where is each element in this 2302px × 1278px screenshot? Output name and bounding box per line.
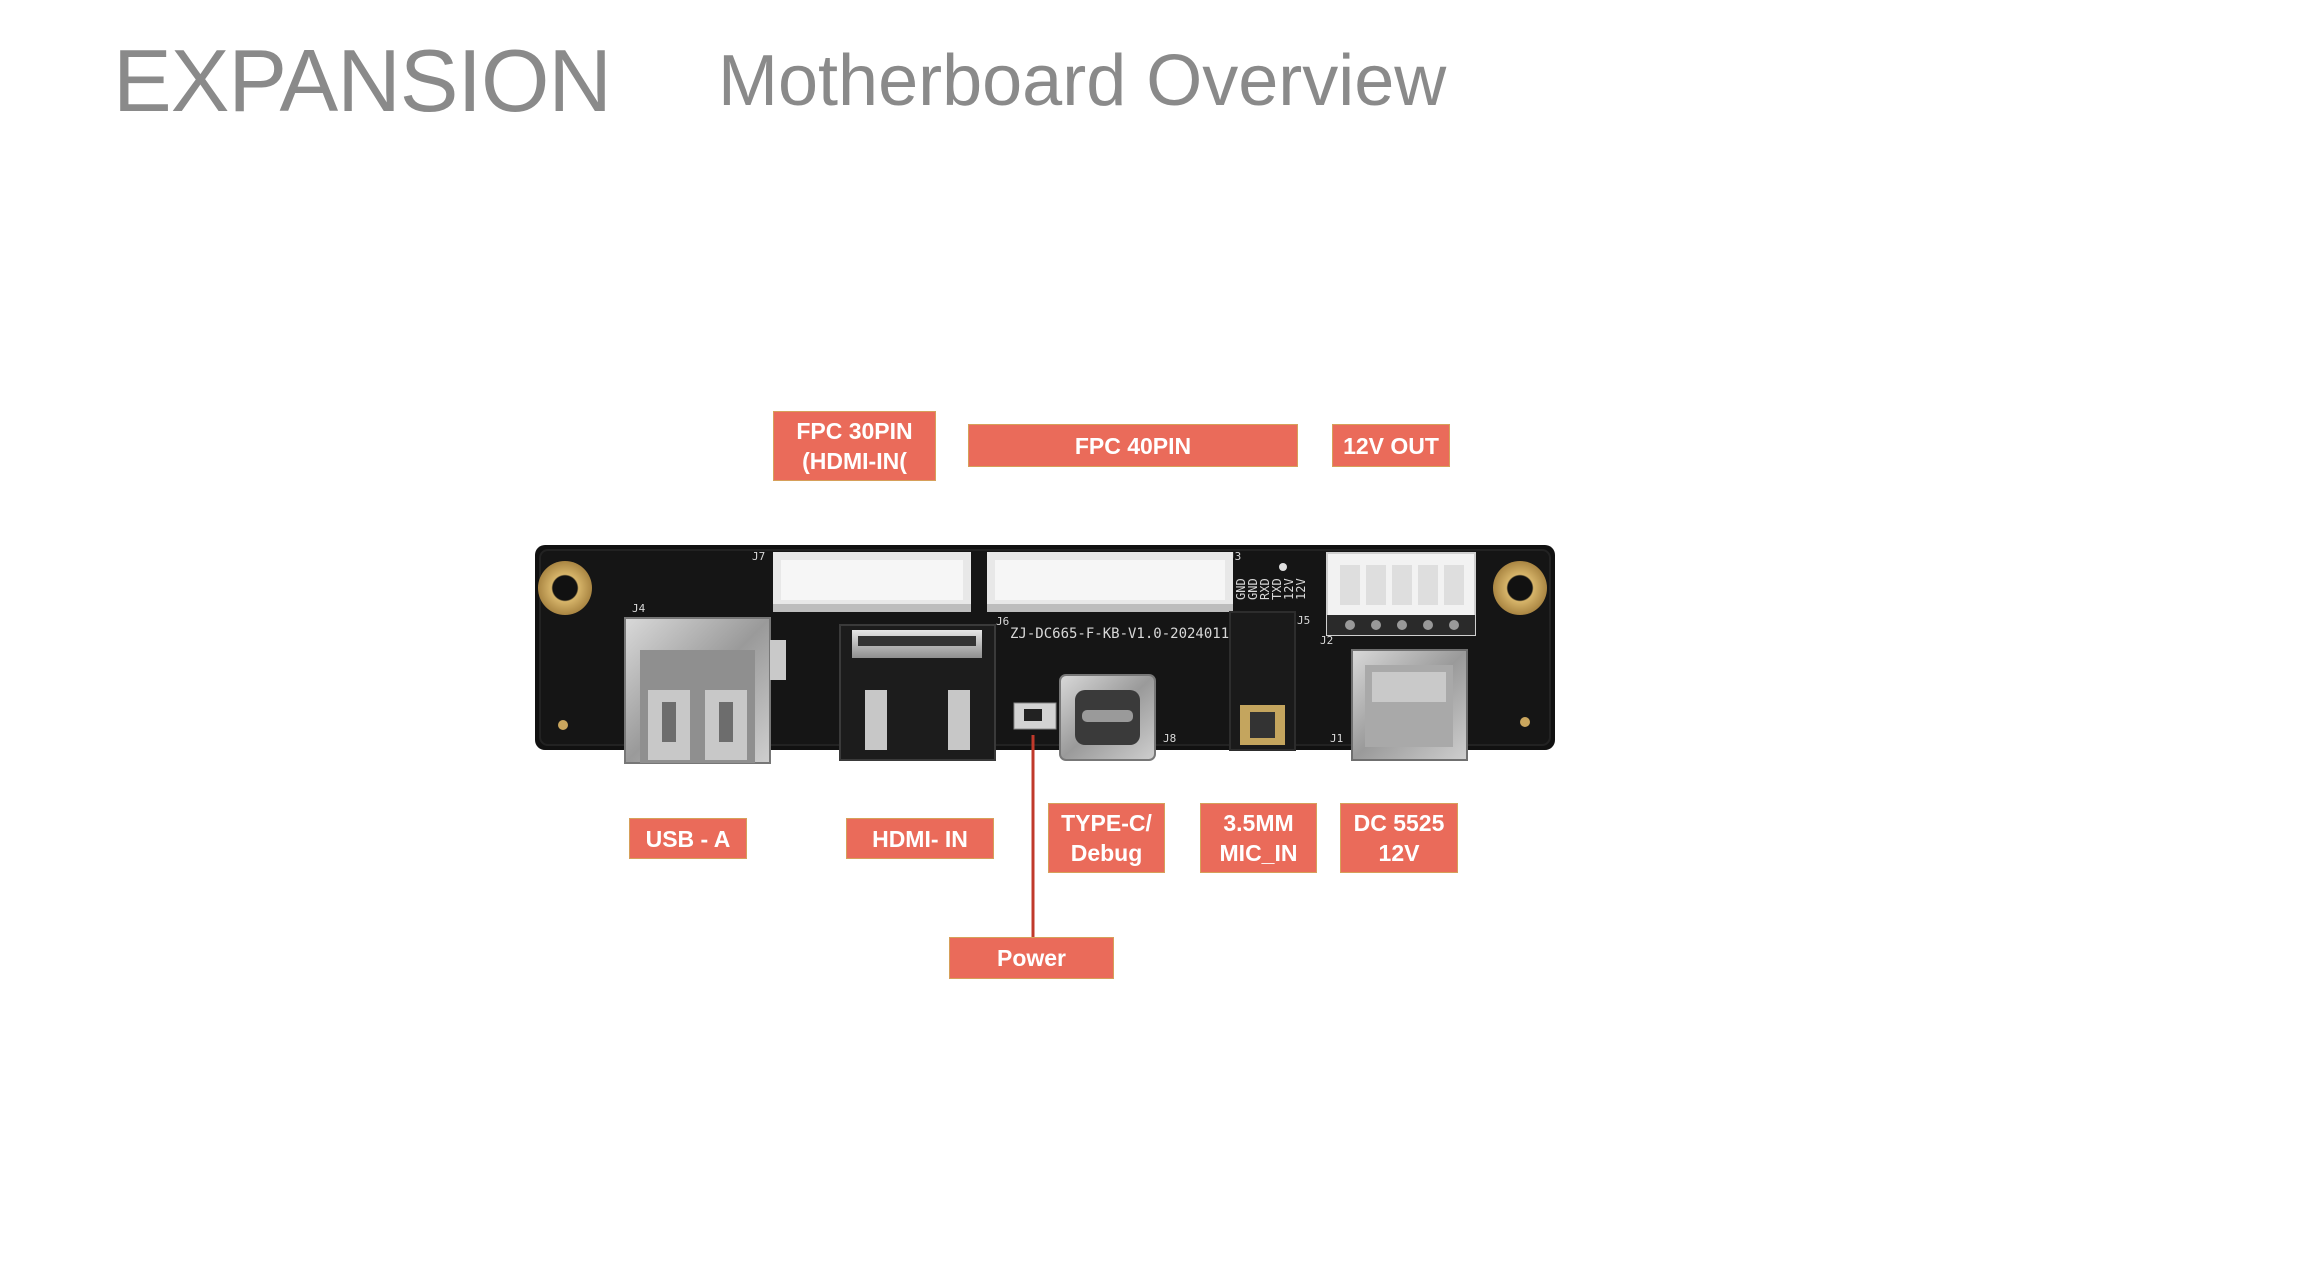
- svg-text:GND: GND: [1234, 578, 1248, 600]
- label-dc-5525: DC 5525 12V: [1340, 803, 1458, 873]
- fpc30-connector: [773, 552, 971, 612]
- label-typec-debug: TYPE-C/ Debug: [1048, 803, 1165, 873]
- silk-j2: J2: [1320, 634, 1333, 647]
- label-mic-in: 3.5MM MIC_IN: [1200, 803, 1317, 873]
- typec-port: [1059, 674, 1156, 761]
- silk-j4: J4: [632, 602, 646, 615]
- page-subtitle: Motherboard Overview: [718, 41, 1447, 121]
- svg-text:12V: 12V: [1282, 578, 1296, 600]
- 12v-out-connector: [1326, 552, 1476, 636]
- svg-text:RXD: RXD: [1258, 578, 1272, 600]
- audio-jack: [1229, 611, 1296, 751]
- svg-text:TXD: TXD: [1270, 578, 1284, 600]
- usb-a-port: [624, 617, 786, 764]
- silk-j7: J7: [752, 550, 765, 563]
- fpc40-connector: [987, 552, 1233, 612]
- mounting-hole-left: [538, 561, 592, 615]
- label-fpc30: FPC 30PIN (HDMI-IN(: [773, 411, 936, 481]
- dc-jack: [1351, 649, 1468, 761]
- silk-j1: J1: [1330, 732, 1343, 745]
- mounting-hole-right: [1493, 561, 1547, 615]
- silk-board-id: ZJ-DC665-F-KB-V1.0-20240118: [1010, 626, 1238, 642]
- label-fpc40: FPC 40PIN: [968, 424, 1298, 467]
- silk-j6: J6: [996, 615, 1009, 628]
- silk-j5: J5: [1297, 614, 1310, 627]
- label-power: Power: [949, 937, 1114, 979]
- label-hdmi-in: HDMI- IN: [846, 818, 994, 859]
- page-title: EXPANSION: [113, 31, 612, 130]
- silk-j8: J8: [1163, 732, 1176, 745]
- svg-text:12V: 12V: [1294, 578, 1308, 600]
- hdmi-port: [839, 624, 996, 761]
- label-12v-out: 12V OUT: [1332, 424, 1450, 467]
- label-usb-a: USB - A: [629, 818, 747, 859]
- silk-pin-labels: 12V 12V TXD RXD GND GND: [1234, 578, 1308, 600]
- power-switch: [1013, 702, 1057, 730]
- svg-text:GND: GND: [1246, 578, 1260, 600]
